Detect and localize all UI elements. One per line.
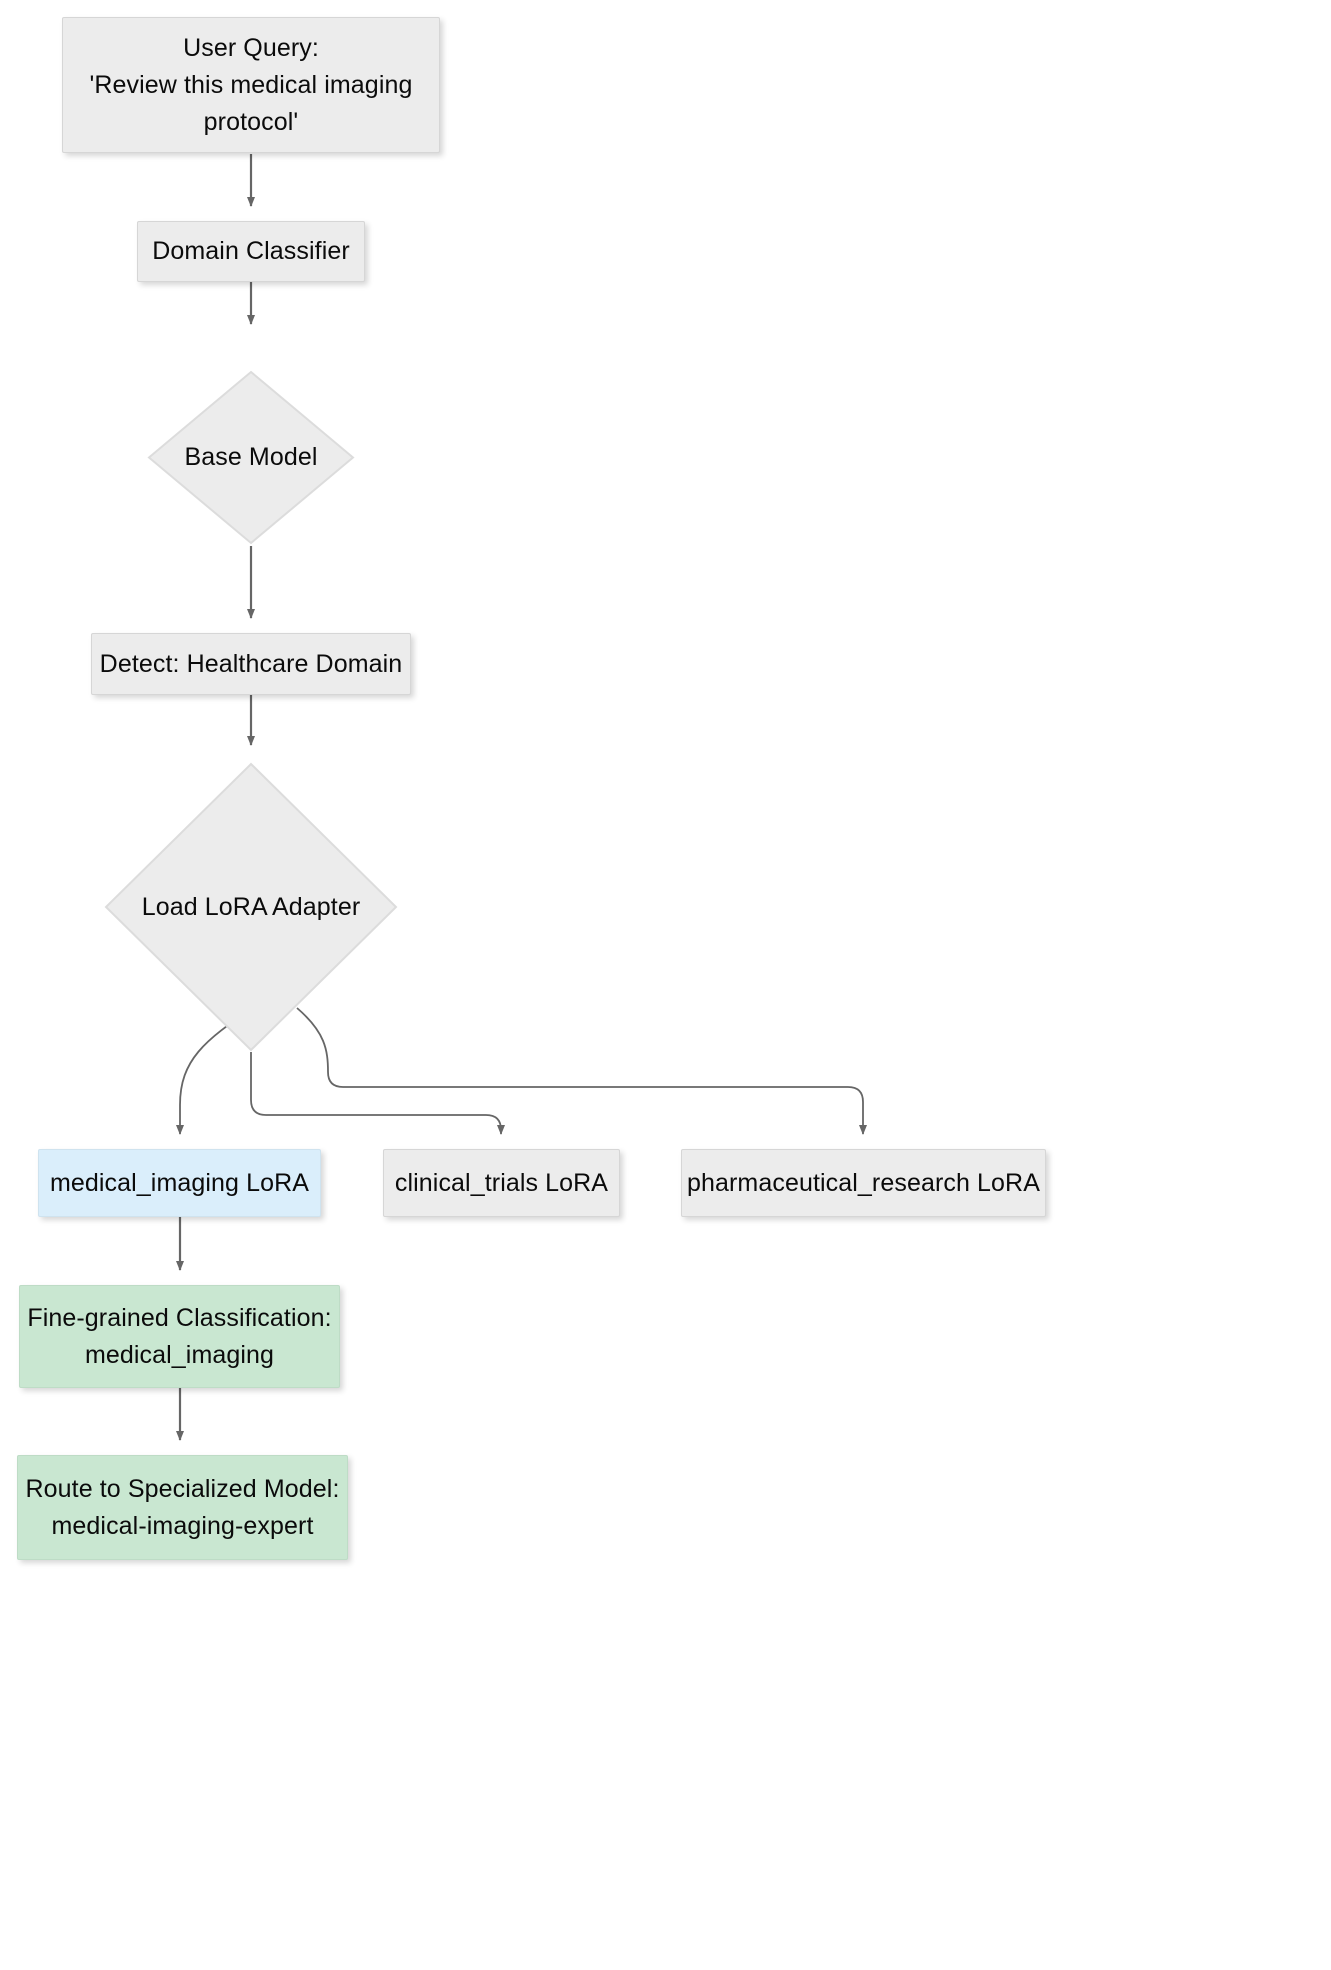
node-domain-classifier-label: Domain Classifier — [152, 237, 350, 265]
node-detect-healthcare-domain-label: Detect: Healthcare Domain — [99, 649, 403, 678]
node-base-model[interactable]: Base Model — [146, 369, 356, 546]
node-fine-grained-classification[interactable]: Fine-grained Classification: medical_ima… — [19, 1285, 340, 1388]
node-pharmaceutical-research-lora-label: pharmaceutical_research LoRA — [687, 1168, 1040, 1197]
load-lora-adapter-diamond-shape — [104, 762, 398, 1052]
node-domain-classifier[interactable]: Domain Classifier — [137, 221, 365, 282]
node-user-query-label: User Query: 'Review this medical imaging… — [89, 33, 413, 136]
node-detect-healthcare-domain[interactable]: Detect: Healthcare Domain — [91, 633, 411, 695]
base-model-diamond-shape — [147, 370, 355, 545]
node-route-to-specialized-model[interactable]: Route to Specialized Model: medical-imag… — [17, 1455, 348, 1560]
node-pharmaceutical-research-lora[interactable]: pharmaceutical_research LoRA — [681, 1149, 1046, 1217]
node-clinical-trials-lora[interactable]: clinical_trials LoRA — [383, 1149, 620, 1217]
node-load-lora-adapter-label: Load LoRA Adapter — [141, 892, 361, 921]
node-medical-imaging-lora-label: medical_imaging LoRA — [49, 1168, 310, 1197]
node-fine-grained-classification-label: Fine-grained Classification: medical_ima… — [27, 1303, 332, 1369]
edge-load-lora-adapter-to-clinical-trials-lora — [250, 1052, 505, 1135]
node-user-query[interactable]: User Query: 'Review this medical imaging… — [62, 17, 440, 153]
node-clinical-trials-lora-label: clinical_trials LoRA — [394, 1168, 609, 1197]
node-medical-imaging-lora[interactable]: medical_imaging LoRA — [38, 1149, 321, 1217]
node-base-model-label: Base Model — [184, 443, 318, 471]
node-load-lora-adapter[interactable]: Load LoRA Adapter — [103, 761, 399, 1053]
node-route-to-specialized-model-label: Route to Specialized Model: medical-imag… — [25, 1474, 340, 1540]
